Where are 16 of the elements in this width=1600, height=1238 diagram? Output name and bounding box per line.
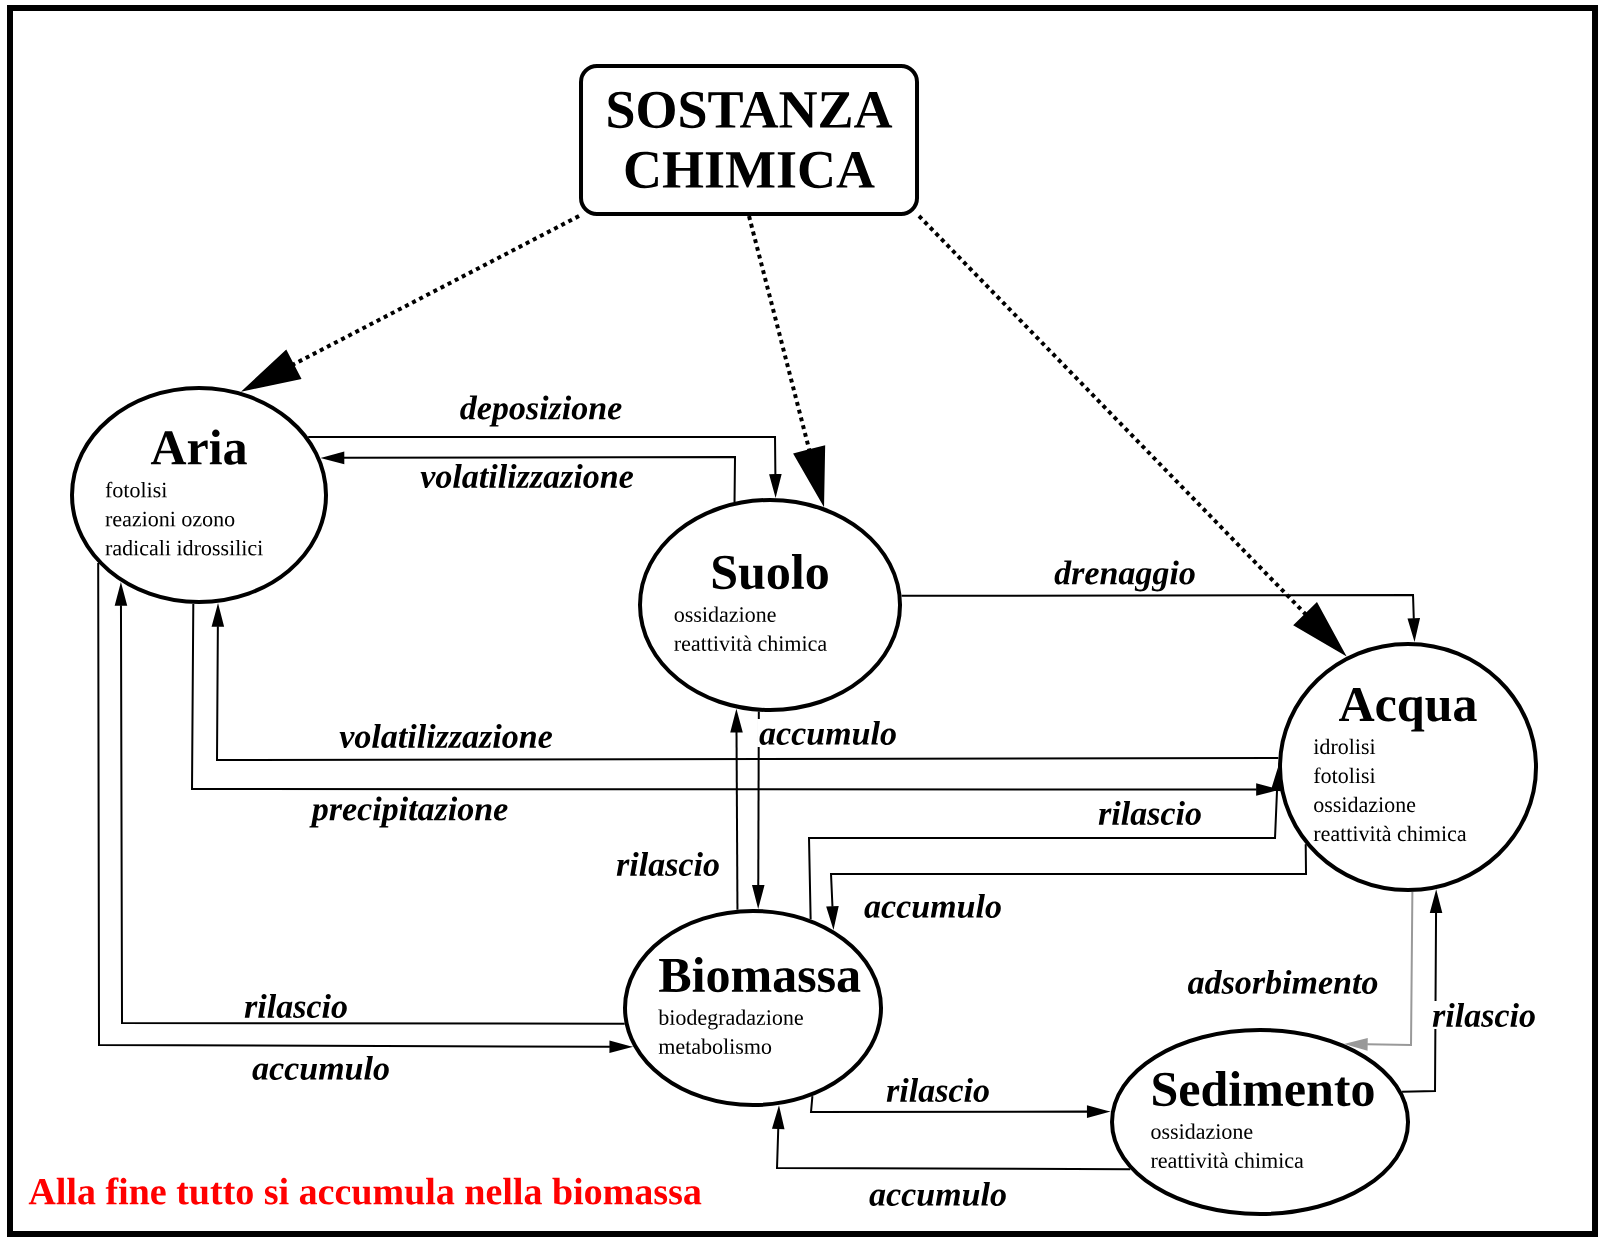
edge-label: rilascio [1430,1001,1538,1029]
edge-label: adsorbimento [1185,968,1381,996]
edge-label: deposizione [457,393,625,429]
edge-label: volatilizzazione [418,462,636,490]
caption-text: Alla fine tutto si accumula nella biomassa [28,1177,702,1205]
edge-label: accumulo [250,1054,392,1082]
edge-label: drenaggio [1052,558,1198,594]
edge-label: accumulo [867,1180,1009,1208]
edge-label: rilascio [242,992,350,1020]
edge-label: precipitazione [309,794,511,830]
edge-label: volatilizzazione [337,722,555,750]
edge-label: rilascio [884,1076,992,1104]
substance-box: SOSTANZA CHIMICA [579,64,919,216]
edge-label: rilascio [1096,799,1204,827]
edge-label: accumulo [757,719,899,747]
edge-label: rilascio [614,850,722,878]
